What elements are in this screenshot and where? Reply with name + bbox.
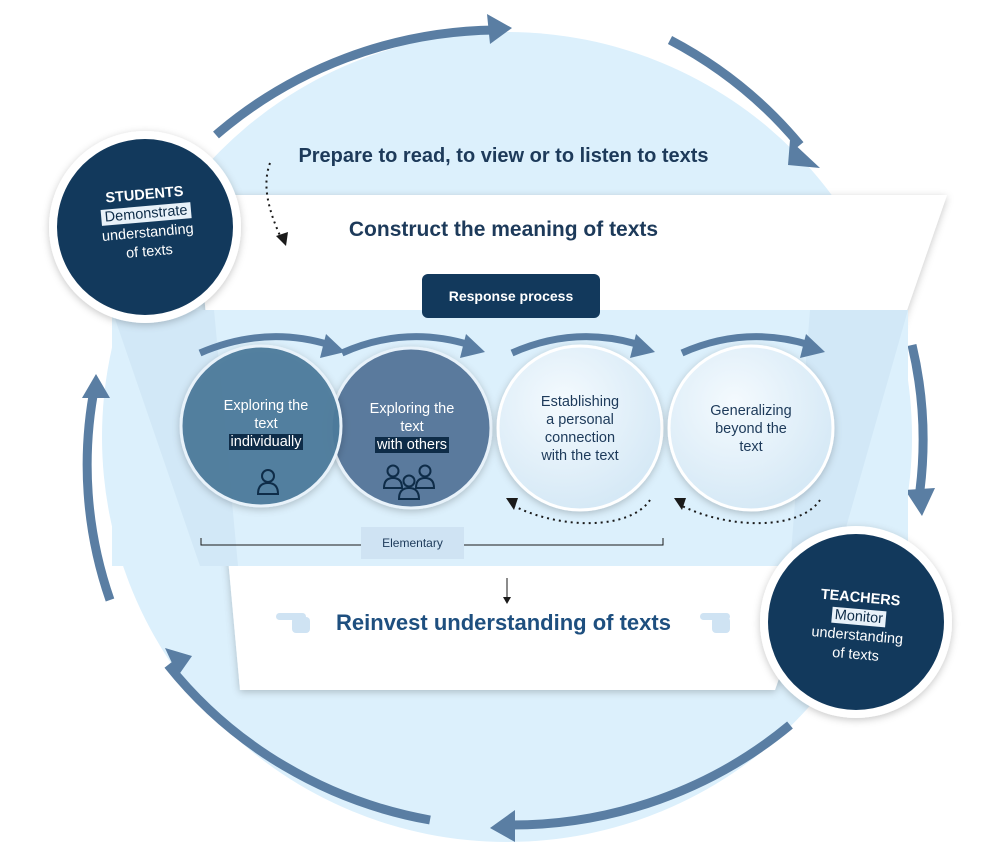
circle-individually-label: Exploring the text individually	[196, 397, 336, 451]
teachers-badge-text: TEACHERS Monitor understanding of texts	[780, 583, 936, 672]
students-badge	[57, 139, 233, 315]
circle-generalizing-line3: text	[739, 439, 763, 455]
circle-arc-arrowheads	[320, 334, 825, 358]
teachers-highlight: Monitor	[831, 606, 887, 628]
arrowhead-right	[905, 488, 935, 516]
dotted-return-arrowhead-2	[674, 498, 686, 510]
prepare-title: Prepare to read, to view or to listen to…	[298, 145, 709, 167]
arrowhead-bottom-left	[165, 648, 192, 676]
circle-generalizing-label: Generalizing beyond the text	[676, 402, 826, 456]
dotted-return-arrow-1	[511, 499, 651, 525]
elementary-bracket	[200, 538, 664, 546]
cycle-arc-bottom-left	[164, 662, 431, 825]
dotted-return-arrowhead-1	[506, 498, 518, 510]
construct-title: Construct the meaning of texts	[348, 218, 659, 241]
cycle-arc-bottom	[509, 721, 793, 830]
response-process-label: Response process	[422, 274, 600, 318]
cycle-arrowheads	[82, 14, 935, 842]
circle-arc-arrows	[198, 333, 812, 357]
pointing-hand-left-icon	[276, 613, 310, 633]
cycle-arc-top-right	[667, 36, 804, 148]
circle-generalizing-line2: beyond the	[715, 421, 787, 437]
pointing-hand-right-icon	[700, 613, 730, 633]
circle-personal-line2: a personal	[546, 412, 614, 428]
down-arrowhead	[503, 597, 511, 604]
circle-individually-line2: text	[254, 416, 278, 432]
outer-cycle	[82, 25, 928, 830]
arrowhead-left	[82, 374, 110, 398]
cycle-arc-left	[82, 384, 115, 602]
arrowhead-top	[487, 14, 512, 44]
circle-individually-highlight: individually	[228, 434, 304, 450]
group-icon	[382, 464, 436, 500]
students-badge-text: STUDENTS Demonstrate understanding of te…	[69, 180, 225, 269]
circle-individually	[179, 344, 343, 508]
circle-with-others-line2: text	[400, 419, 424, 435]
circle-with-others-label: Exploring the text with others	[342, 400, 482, 454]
dotted-return-arrow-2	[679, 499, 821, 525]
prepare-dotted-arrow	[265, 162, 283, 241]
prepare-dotted-arrowhead	[276, 232, 288, 246]
cycle-arc-right	[907, 343, 928, 491]
circle-with-others-line1: Exploring the	[369, 401, 455, 417]
circle-with-others-highlight: with others	[374, 437, 450, 453]
circle-personal-line4: with the text	[541, 448, 619, 464]
circle-personal-line1: Establishing	[540, 394, 620, 410]
circle-personal-connection-label: Establishing a personal connection with …	[505, 393, 655, 465]
circle-generalizing-line1: Generalizing	[710, 403, 792, 419]
circle-generalizing	[667, 344, 835, 512]
arrowhead-top-right	[788, 140, 820, 168]
elementary-label: Elementary	[361, 527, 464, 559]
reinvest-title: Reinvest understanding of texts	[336, 610, 671, 635]
circle-personal-connection	[496, 344, 664, 512]
circle-personal-line3: connection	[544, 430, 616, 446]
person-icon	[256, 469, 280, 495]
arrowhead-bottom	[490, 810, 515, 842]
cycle-arc-top	[213, 25, 496, 139]
circle-individually-line1: Exploring the	[223, 398, 309, 414]
